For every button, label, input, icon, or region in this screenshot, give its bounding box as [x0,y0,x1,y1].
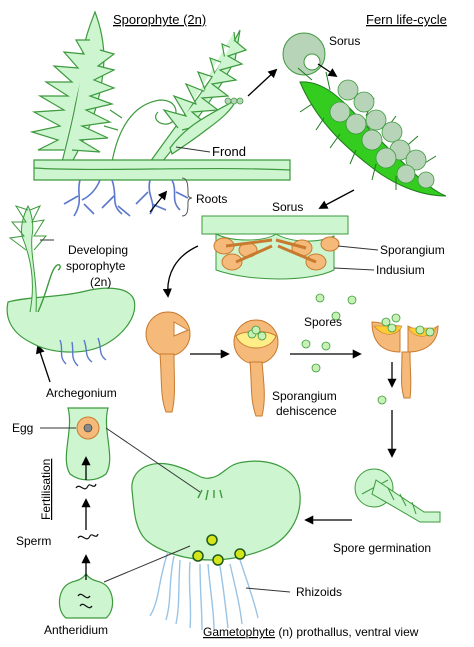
sperm-cells [75,483,99,540]
frond-leader [175,146,211,153]
arrow-pinna-to-section [318,189,355,209]
sporangium-leader [337,245,379,251]
frond-sori [224,97,244,105]
sporophyte-roots [63,179,189,217]
sporophyte-plant [29,10,291,181]
archegonium-label: Archegonium [46,386,117,400]
gametophyte-caption: Gametophyte (n) prothallus, ventral view [203,625,419,639]
sorus-closeup [282,32,326,76]
rhizoids [149,551,259,631]
archegonium-leader [105,427,201,493]
developing-label-1: Developing [68,243,128,257]
sporangium-closed [145,311,191,413]
free-spores [301,293,387,405]
sporophyte-title: Sporophyte (2n) [113,12,206,27]
sporangium-label: Sporangium [380,243,445,257]
rhizoids-label: Rhizoids [296,585,342,599]
developing-sporophyte [6,204,136,367]
life-cycle-title: Fern life-cycle [366,12,447,27]
roots-bracket [181,177,193,217]
roots-label: Roots [196,192,227,206]
archegonium [65,407,111,481]
indusium-label: Indusium [376,263,425,277]
germinating-spore [354,468,441,523]
rhizoids-leader [245,587,291,593]
sorus-cross-section [201,215,349,280]
gametophyte-rest: (n) prothallus, ventral view [275,625,419,639]
indusium-leader [333,267,375,271]
sporangium-dehiscing [233,319,279,417]
arrow-frond-to-sorus [247,68,278,97]
arrow-section-to-sporangium [162,245,199,298]
antheridia-dots [192,534,246,566]
antheridium [58,573,114,619]
arrow-young-to-mature [149,190,168,213]
sperm-label: Sperm [16,534,51,548]
dehiscence-label-2: dehiscence [276,404,337,418]
antheridium-label: Antheridium [44,623,108,637]
dehiscence-label-1: Sporangium [272,389,337,403]
sorus-section-label: Sorus [272,200,303,214]
antheridium-leader [103,545,191,583]
developing-label-2: sporophyte [66,259,126,273]
arrow-archegonium-to-young [35,344,51,383]
frond-label: Frond [212,144,246,159]
developing-label-3: (2n) [90,275,111,289]
egg-label: Egg [12,421,33,435]
gametophyte-word: Gametophyte [203,625,275,639]
arrow-sorus-to-pinna [317,63,338,78]
spore-germination-label: Spore germination [333,541,431,555]
gametophyte-prothallus [131,460,301,566]
pinna-with-sori [297,67,447,197]
sorus-top-label: Sorus [329,34,360,48]
fertilisation-label: Fertilisation [39,459,53,520]
sporangium-open [371,313,439,399]
